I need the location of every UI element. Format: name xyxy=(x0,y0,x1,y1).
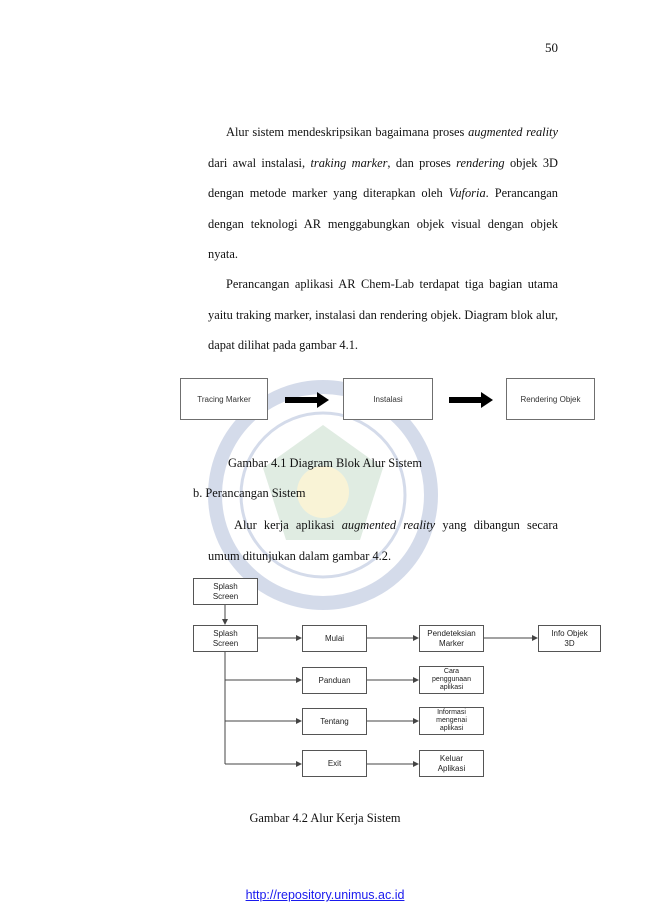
flow-box-cara-penggunaan: Cara penggunaan aplikasi xyxy=(419,666,484,694)
university-seal-watermark xyxy=(208,380,438,610)
flow-box-mulai: Mulai xyxy=(302,625,367,652)
arrow-right-icon xyxy=(449,392,493,408)
flow-box-info-objek-3d: Info Objek 3D xyxy=(538,625,601,652)
figure-caption-4-2: Gambar 4.2 Alur Kerja Sistem xyxy=(249,811,401,825)
figure-caption-4-1: Gambar 4.1 Diagram Blok Alur Sistem xyxy=(227,456,423,470)
flow-box-tentang: Tentang xyxy=(302,708,367,735)
flow-box-panduan: Panduan xyxy=(302,667,367,694)
section-subheading: b. Perancangan Sistem xyxy=(193,486,306,500)
flow-box-splash-screen-start: Splash Screen xyxy=(193,578,258,605)
flow-box-exit: Exit xyxy=(302,750,367,777)
flow-box-informasi-aplikasi: Informasi mengenai aplikasi xyxy=(419,707,484,735)
diagram-box-instalasi: Instalasi xyxy=(343,378,433,420)
paragraph-alur-kerja: Alur kerja aplikasi augmented reality ya… xyxy=(208,518,558,563)
arrow-right-icon xyxy=(285,392,329,408)
repository-link[interactable]: http://repository.unimus.ac.id xyxy=(245,888,405,902)
page-number: 50 xyxy=(545,40,558,55)
flow-box-keluar-aplikasi: Keluar Aplikasi xyxy=(419,750,484,777)
paragraph-perancangan-aplikasi: Perancangan aplikasi AR Chem-Lab terdapa… xyxy=(208,277,558,352)
flow-box-pendeteksian-marker: Pendeteksian Marker xyxy=(419,625,484,652)
flow-box-splash-screen: Splash Screen xyxy=(193,625,258,652)
paragraph-alur-sistem: Alur sistem mendeskripsikan bagaimana pr… xyxy=(208,125,558,261)
diagram-box-rendering-objek: Rendering Objek xyxy=(506,378,595,420)
diagram-box-tracing-marker: Tracing Marker xyxy=(180,378,268,420)
